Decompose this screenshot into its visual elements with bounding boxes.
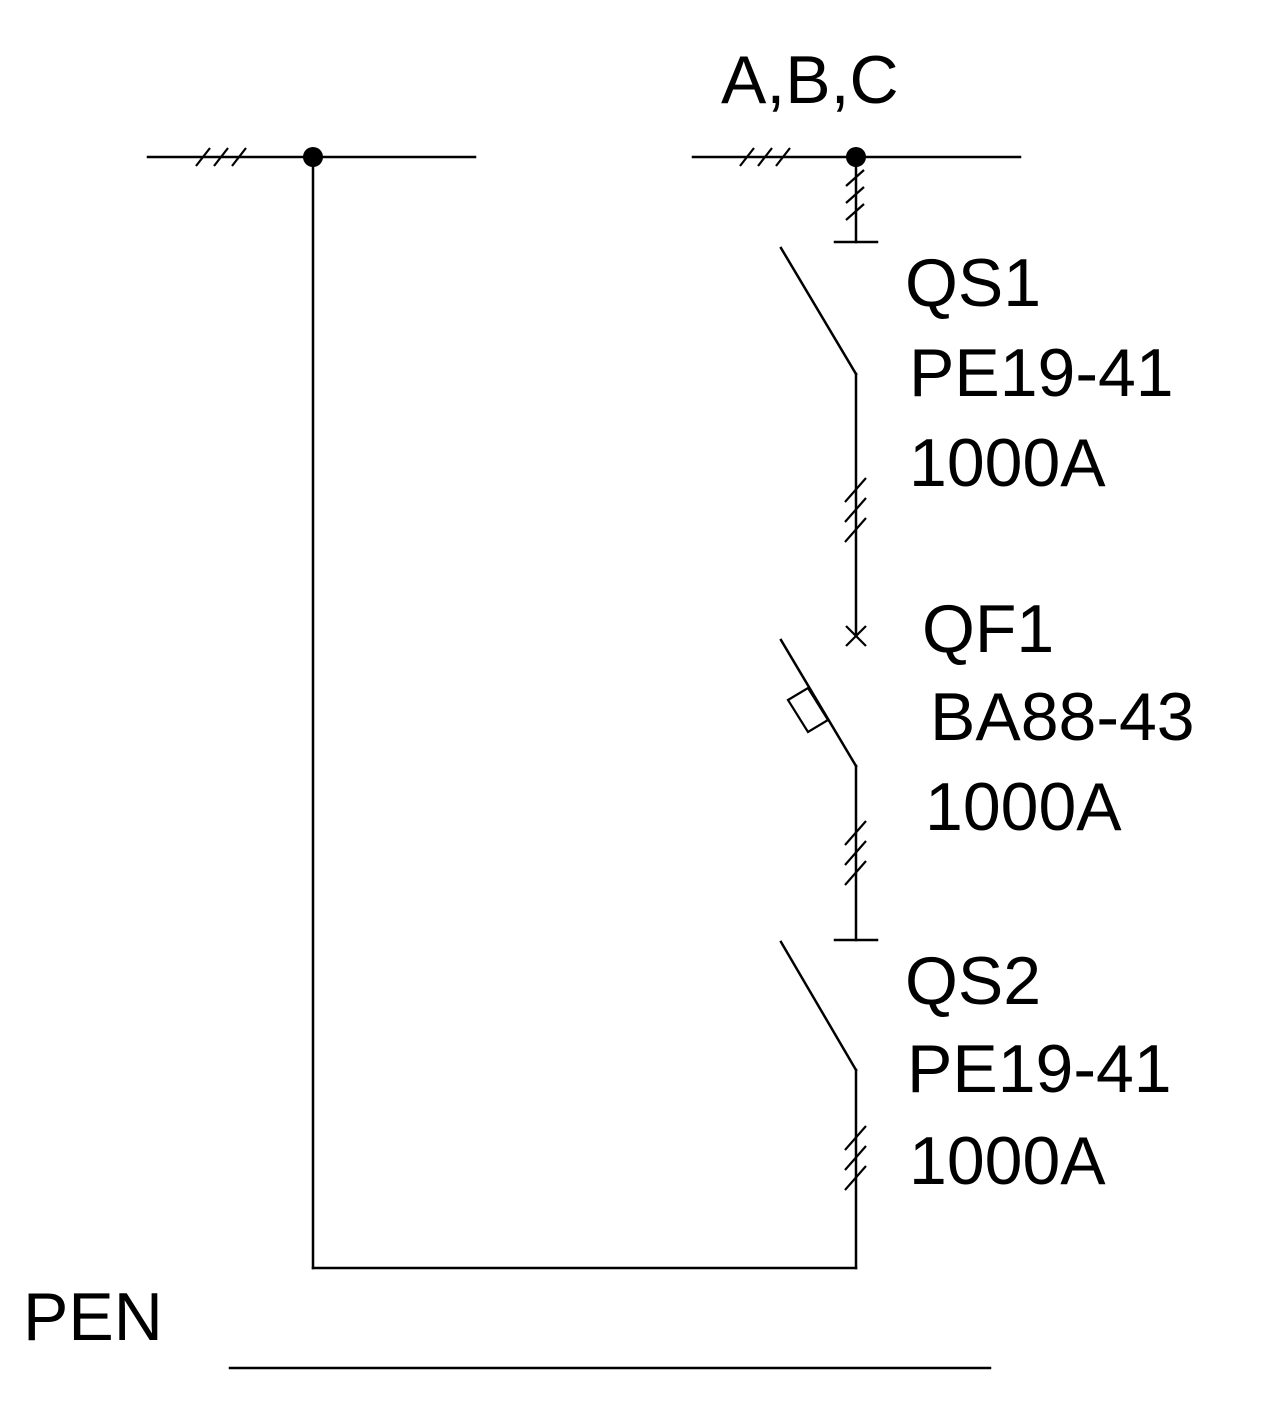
pen-label: PEN: [23, 1279, 163, 1355]
busbar-left: [146, 147, 477, 167]
qs1-model-label: PE19-41: [909, 335, 1174, 411]
qf1-to-qs2-wire: [833, 764, 879, 942]
three-phase-ticks-abc: [739, 147, 791, 167]
qs1-to-qf1-wire: [844, 372, 867, 638]
qs2-outgoing-wire: [844, 1068, 867, 1270]
qs1-switch-blade: [779, 246, 858, 376]
phases-label: A,B,C: [721, 42, 899, 118]
qf1-breaker-blade: [779, 638, 858, 768]
qs1-incoming: [833, 155, 879, 244]
three-phase-ticks-left: [195, 147, 247, 167]
qs1-name-label: QS1: [905, 245, 1041, 321]
qs1-rating-label: 1000A: [909, 425, 1106, 501]
qf1-model-label: BA88-43: [930, 679, 1195, 755]
qs2-switch-blade: [779, 940, 858, 1072]
qs2-rating-label: 1000A: [909, 1123, 1106, 1199]
qf1-rating-label: 1000A: [925, 769, 1122, 845]
qf1-release-box: [786, 686, 830, 734]
qf1-contact-x-mark: [845, 625, 867, 647]
qf1-name-label: QF1: [922, 591, 1054, 667]
qs2-model-label: PE19-41: [907, 1031, 1172, 1107]
qs2-name-label: QS2: [905, 943, 1041, 1019]
